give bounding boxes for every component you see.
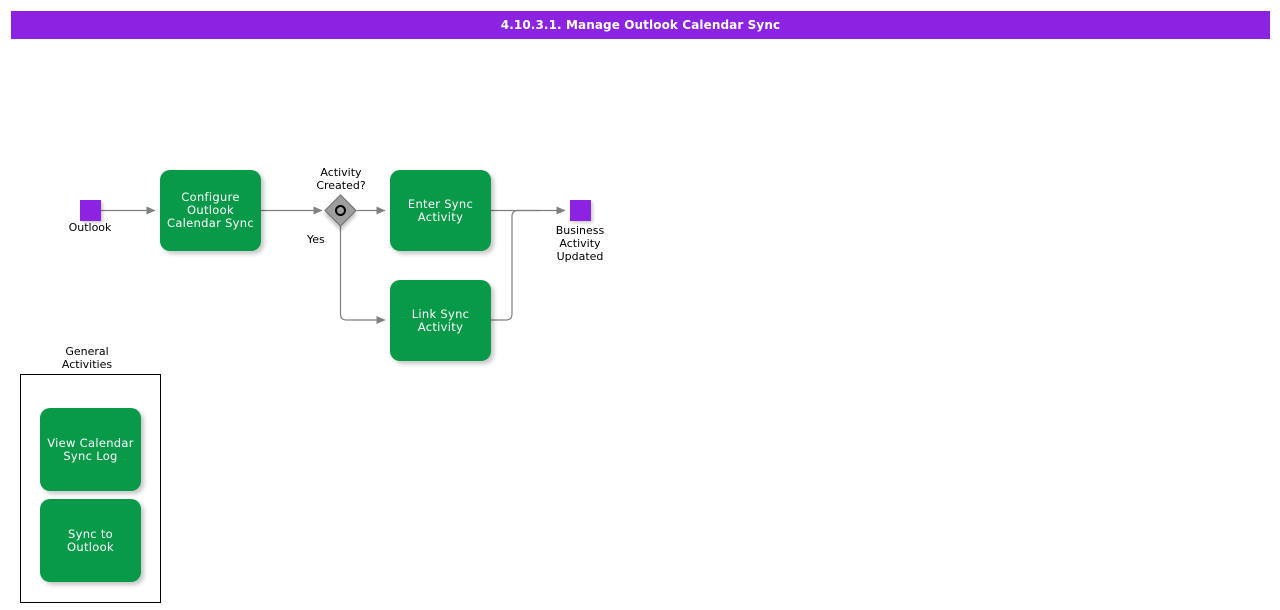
gateway-activity-created-label: Activity Created? [316, 166, 366, 192]
end-event-business-activity-updated-label: Business Activity Updated [555, 224, 605, 263]
task-link-sync-activity[interactable]: Link Sync Activity [390, 280, 491, 361]
page-title: 4.10.3.1. Manage Outlook Calendar Sync [500, 18, 781, 32]
task-enter-sync-activity[interactable]: Enter Sync Activity [390, 170, 491, 251]
gateway-activity-created[interactable] [324, 194, 357, 227]
page-title-bar: 4.10.3.1. Manage Outlook Calendar Sync [11, 11, 1270, 39]
group-general-activities [20, 374, 161, 603]
start-event-outlook[interactable] [80, 200, 101, 221]
task-view-calendar-sync-log[interactable]: View Calendar Sync Log [40, 408, 141, 491]
edge-label-yes: Yes [307, 233, 325, 246]
task-configure-outlook-calendar-sync[interactable]: Configure Outlook Calendar Sync [160, 170, 261, 251]
gateway-event-circle-icon [335, 205, 346, 216]
start-event-outlook-label: Outlook [68, 221, 112, 234]
group-general-activities-label: General Activities [61, 345, 113, 371]
end-event-business-activity-updated[interactable] [570, 200, 591, 221]
edge-gateway-yes-to-link-sync [339, 226, 386, 324]
task-sync-to-outlook[interactable]: Sync to Outlook [40, 499, 141, 582]
